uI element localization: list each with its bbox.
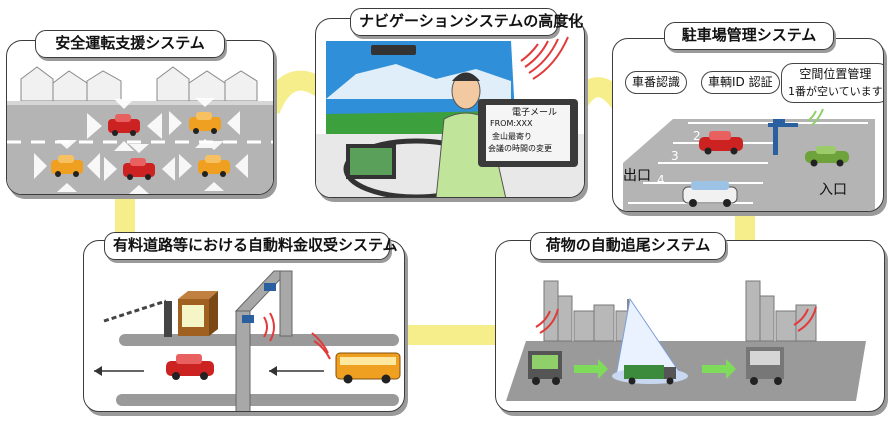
space-number-1: 1 <box>716 107 724 121</box>
navigation-illustration <box>316 36 584 197</box>
entrance-label: 入口 <box>819 182 847 198</box>
space-number-3: 3 <box>671 149 679 163</box>
road <box>119 334 399 346</box>
car-icon <box>51 155 83 177</box>
car-icon <box>682 181 738 207</box>
radio-wave-icon <box>535 306 817 334</box>
toll-illustration <box>94 270 401 411</box>
sensor-icon <box>264 283 276 291</box>
screen-line-1: 金山最寄り <box>492 132 532 141</box>
screen-from: FROM:XXX <box>490 119 533 128</box>
cargo-illustration <box>506 280 866 401</box>
building-icon <box>745 280 817 342</box>
car-icon <box>108 114 140 136</box>
radio-wave-icon <box>807 108 824 126</box>
truck-icon <box>528 351 562 385</box>
car-icon <box>123 158 155 180</box>
building-icon <box>20 66 258 102</box>
vehicle-id-callout: 車輌ID 認証 <box>701 71 780 94</box>
parking-panel: 車番認識 車輌ID 認証 空間位置管理 1番が空いています 出口 入口 1 2 … <box>612 38 884 212</box>
toll-panel <box>83 240 405 412</box>
car-icon <box>699 131 743 155</box>
bus-icon <box>335 352 401 384</box>
exit-label: 出口 <box>623 168 651 184</box>
navigation-panel: 電子メール FROM:XXX 金山最寄り 会議の時間の変更 <box>315 18 585 198</box>
parking-illustration <box>623 108 875 211</box>
screen-line-2: 会議の時間の変更 <box>488 144 552 153</box>
navigation-title: ナビゲーションシステムの高度化 <box>350 8 583 36</box>
car-icon <box>189 112 221 134</box>
radio-wave-icon <box>520 36 569 80</box>
cargo-title: 荷物の自動追尾システム <box>530 232 726 260</box>
car-icon <box>166 354 214 380</box>
safe-driving-panel <box>6 40 274 195</box>
space-status-label: 1番が空いています <box>788 85 883 98</box>
radio-wave-icon <box>263 312 331 360</box>
safe-driving-title: 安全運転支援システム <box>35 30 225 58</box>
space-management-callout: 空間位置管理 1番が空いています <box>781 63 883 103</box>
safe-driving-illustration <box>7 66 273 194</box>
truck-icon <box>746 347 784 385</box>
space-number-4: 4 <box>657 173 665 187</box>
building-icon <box>543 280 637 342</box>
sensor-icon <box>773 125 778 155</box>
toll-title: 有料道路等における自動料金収受システム <box>104 232 398 260</box>
cargo-panel <box>495 240 885 412</box>
plate-recognition-callout: 車番認識 <box>625 71 688 94</box>
parking-title: 駐車場管理システム <box>664 22 834 50</box>
screen-title: 電子メール <box>512 108 558 118</box>
space-number-2: 2 <box>693 129 701 143</box>
sensor-icon <box>242 315 254 323</box>
car-icon <box>198 155 230 177</box>
truck-icon <box>624 365 676 385</box>
car-icon <box>805 146 849 167</box>
space-mgmt-label: 空間位置管理 <box>799 67 872 81</box>
